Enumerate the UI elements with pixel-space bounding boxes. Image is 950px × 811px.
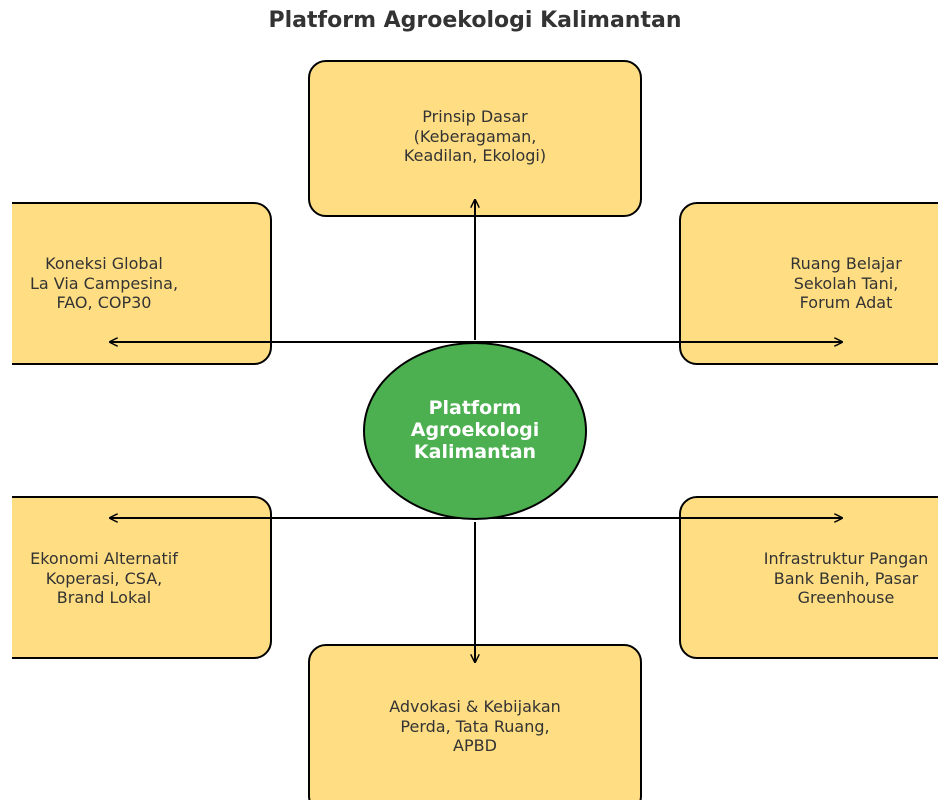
node-label-lower-left: Ekonomi Alternatif Koperasi, CSA, Brand … — [30, 549, 178, 608]
center-label-line: Kalimantan — [413, 441, 537, 463]
node-label-line: Bank Benih, Pasar — [773, 568, 919, 588]
node-label-line: Ruang Belajar — [790, 253, 902, 273]
node-label-top: Prinsip Dasar (Keberagaman, Keadilan, Ek… — [404, 107, 546, 166]
node-label-line: Ekonomi Alternatif — [30, 548, 178, 568]
node-label-line: Greenhouse — [797, 587, 895, 607]
node-box-top — [308, 60, 642, 217]
connector-arrows — [12, 40, 938, 800]
node-label-line: Brand Lokal — [56, 587, 152, 607]
node-label-line: FAO, COP30 — [56, 292, 152, 312]
node-label-line: Perda, Tata Ruang, — [400, 716, 550, 736]
node-label-upper-left: Koneksi Global La Via Campesina, FAO, CO… — [30, 254, 178, 313]
node-box-bottom — [308, 644, 642, 800]
node-label-line: Advokasi & Kebijakan — [389, 696, 561, 716]
diagram-canvas: Prinsip Dasar (Keberagaman, Keadilan, Ek… — [12, 40, 938, 800]
node-label-line: Koperasi, CSA, — [45, 568, 163, 588]
node-box-lower-right — [679, 496, 938, 659]
node-label-line: (Keberagaman, — [413, 126, 537, 146]
diagram-title: Platform Agroekologi Kalimantan — [268, 8, 682, 33]
node-box-upper-left — [12, 202, 272, 365]
node-label-line: Keadilan, Ekologi) — [403, 145, 547, 165]
node-box-upper-right — [679, 202, 938, 365]
node-label-bottom: Advokasi & Kebijakan Perda, Tata Ruang, … — [389, 697, 561, 756]
node-label-line: La Via Campesina, — [29, 273, 179, 293]
node-label-lower-right: Infrastruktur Pangan Bank Benih, Pasar G… — [764, 549, 929, 608]
node-label-line: Sekolah Tani, — [793, 273, 899, 293]
node-label-line: Prinsip Dasar — [422, 106, 528, 126]
node-label-upper-right: Ruang Belajar Sekolah Tani, Forum Adat — [790, 254, 902, 313]
node-box-lower-left — [12, 496, 272, 659]
center-label-line: Agroekologi — [410, 419, 540, 441]
center-node — [363, 342, 587, 520]
node-label-line: Koneksi Global — [45, 253, 163, 273]
center-label-line: Platform — [428, 397, 522, 419]
node-label-line: Infrastruktur Pangan — [763, 548, 929, 568]
node-label-line: APBD — [453, 735, 497, 755]
center-node-label: Platform Agroekologi Kalimantan — [411, 397, 539, 463]
node-label-line: Forum Adat — [799, 292, 893, 312]
